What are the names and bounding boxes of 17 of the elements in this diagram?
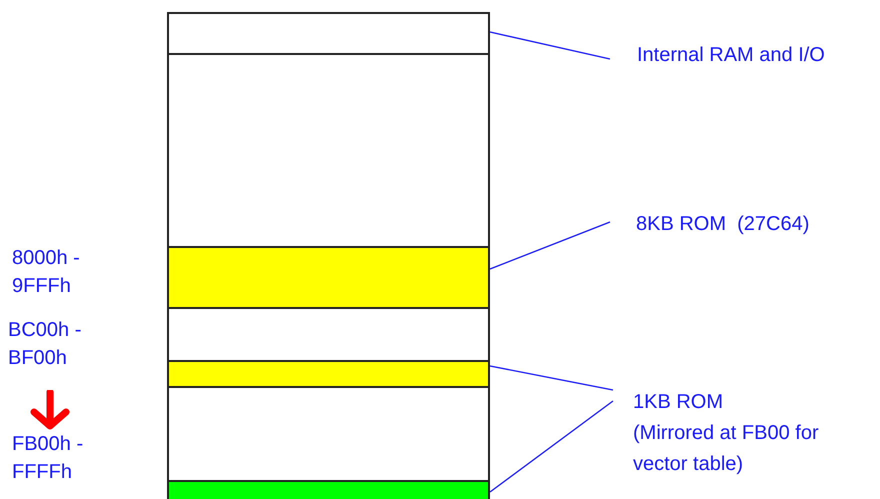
leader-line bbox=[490, 221, 610, 270]
memory-segment bbox=[167, 12, 490, 55]
memory-segment bbox=[167, 53, 490, 248]
address-label: FB00h - FFFFh bbox=[12, 432, 84, 485]
address-label: 8000h - 9FFFh bbox=[12, 246, 81, 299]
memory-segment bbox=[167, 386, 490, 482]
callout-text: Internal RAM and I/O bbox=[637, 43, 826, 68]
memory-segment bbox=[167, 307, 490, 362]
leader-line bbox=[490, 400, 614, 493]
memory-segment bbox=[167, 360, 490, 388]
leader-line bbox=[490, 365, 614, 391]
leader-line bbox=[490, 31, 610, 60]
memory-segment bbox=[167, 246, 490, 309]
callout-text: 8KB ROM (27C64) bbox=[636, 212, 810, 237]
callout-text: (Mirrored at FB00 for vector table) bbox=[633, 421, 820, 477]
callout-text: 1KB ROM bbox=[633, 390, 724, 415]
address-label: BC00h - BF00h bbox=[8, 318, 82, 371]
